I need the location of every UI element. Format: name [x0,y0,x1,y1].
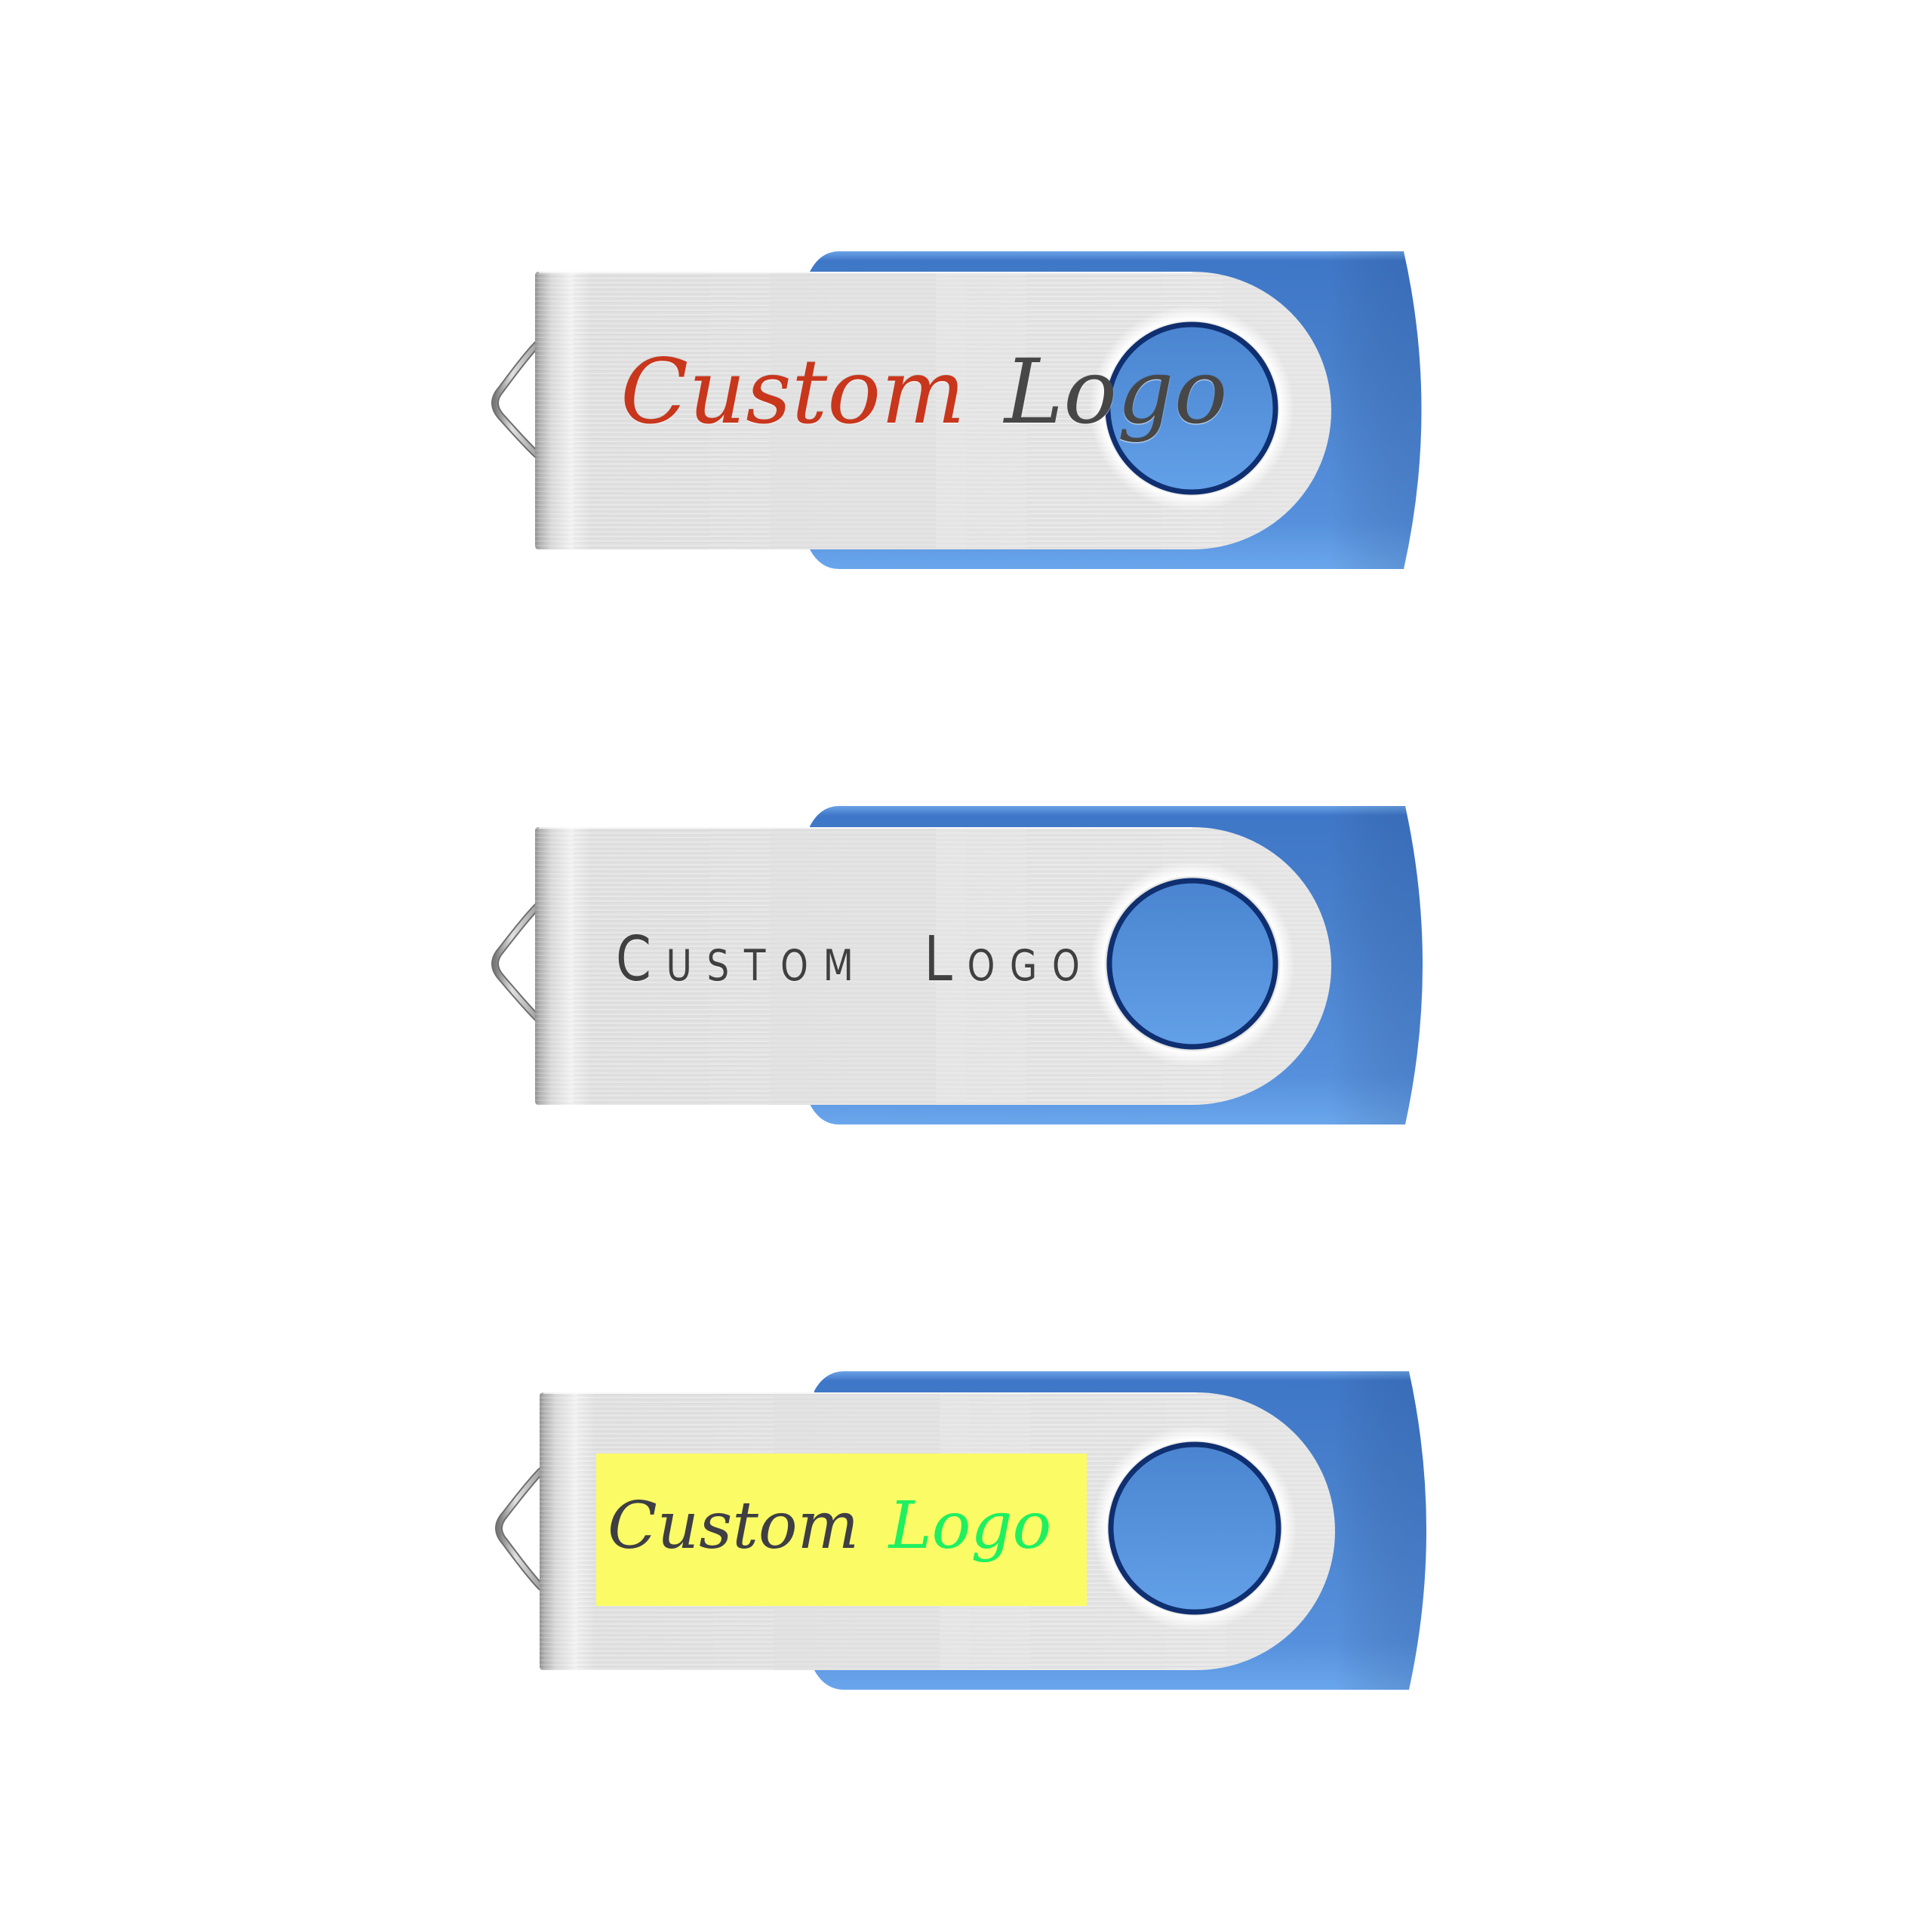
logo-word-custom: Custom [608,1488,860,1564]
usb-drive-1: Custom Logo [483,242,1464,596]
logo-word-logo: Logo [1004,340,1228,444]
logo-word-custom: Custom [620,340,966,444]
usb-drive-3: Custom Logo [487,1361,1468,1715]
swivel-knob [1106,878,1278,1050]
usb-drive-body [491,251,1422,569]
usb-drive-body [495,1371,1426,1690]
color-print-area [596,1454,1087,1606]
usb-drive-body [491,806,1423,1124]
usb-drive-2: Custom Logo [483,796,1464,1151]
logo-text: Custom Logo [616,929,1094,991]
logo-text: Custom Logo [620,347,1228,436]
swivel-knob [1105,321,1278,495]
logo-word-custom: Custom [616,924,869,995]
logo-text: Custom Logo [608,1494,1051,1558]
logo-word-logo: Logo [924,924,1095,995]
swivel-knob [1108,1441,1281,1615]
logo-word-logo: Logo [888,1488,1052,1564]
